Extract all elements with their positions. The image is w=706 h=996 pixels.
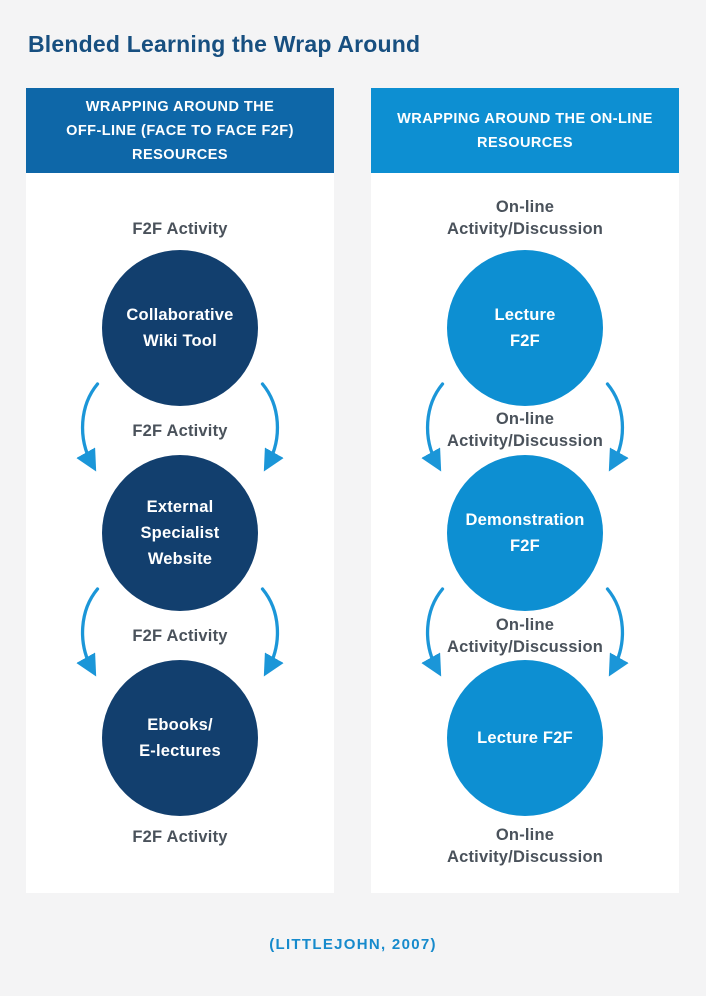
resource-circle-ebooks-e-lectures: Ebooks/ E-lectures xyxy=(102,660,258,816)
flow-label-online-activity-discussion: On-line Activity/Discussion xyxy=(446,198,603,238)
diagram-column-offline: WRAPPING AROUND THE OFF-LINE (FACE TO FA… xyxy=(26,88,334,893)
online-header-line: WRAPPING AROUND THE ON-LINE xyxy=(397,110,653,127)
curved-arrow-left-icon xyxy=(421,587,445,677)
resource-circle-lecture-f2f: Lecture F2F xyxy=(447,660,603,816)
citation-text: (LITTLEJOHN, 2007) xyxy=(269,936,437,953)
flow-label-online-activity-discussion: On-line Activity/Discussion xyxy=(446,826,603,866)
curved-arrow-right-icon xyxy=(605,587,629,677)
diagram-column-online: WRAPPING AROUND THE ON-LINE RESOURCES On… xyxy=(371,88,679,893)
flow-label-f2f-activity: F2F Activity xyxy=(132,828,228,846)
page-title: Blended Learning the Wrap Around xyxy=(28,31,421,57)
offline-column-header: WRAPPING AROUND THE OFF-LINE (FACE TO FA… xyxy=(26,88,334,173)
flow-label-f2f-activity: F2F Activity xyxy=(132,627,228,645)
flow-label-f2f-activity: F2F Activity xyxy=(132,220,228,238)
curved-arrow-right-icon xyxy=(605,382,629,472)
curved-arrow-right-icon xyxy=(260,587,284,677)
offline-header-line: WRAPPING AROUND THE xyxy=(85,98,275,115)
online-header-line: RESOURCES xyxy=(477,134,573,151)
online-column-header: WRAPPING AROUND THE ON-LINE RESOURCES xyxy=(371,88,679,173)
offline-header-line: OFF-LINE (FACE TO FACE F2F) xyxy=(66,122,294,139)
curved-arrow-left-icon xyxy=(76,382,100,472)
flow-label-online-activity-discussion: On-line Activity/Discussion xyxy=(446,616,603,656)
offline-header-line: RESOURCES xyxy=(132,146,228,163)
resource-circle-collaborative-wiki-tool: Collaborative Wiki Tool xyxy=(102,250,258,406)
resource-circle-lecture-f2f: Lecture F2F xyxy=(447,250,603,406)
resource-circle-demonstration-f2f: Demonstration F2F xyxy=(447,455,603,611)
curved-arrow-left-icon xyxy=(76,587,100,677)
resource-circle-external-specialist-website: External Specialist Website xyxy=(102,455,258,611)
curved-arrow-right-icon xyxy=(260,382,284,472)
flow-label-online-activity-discussion: On-line Activity/Discussion xyxy=(446,410,603,450)
flow-label-f2f-activity: F2F Activity xyxy=(132,422,228,440)
curved-arrow-left-icon xyxy=(421,382,445,472)
